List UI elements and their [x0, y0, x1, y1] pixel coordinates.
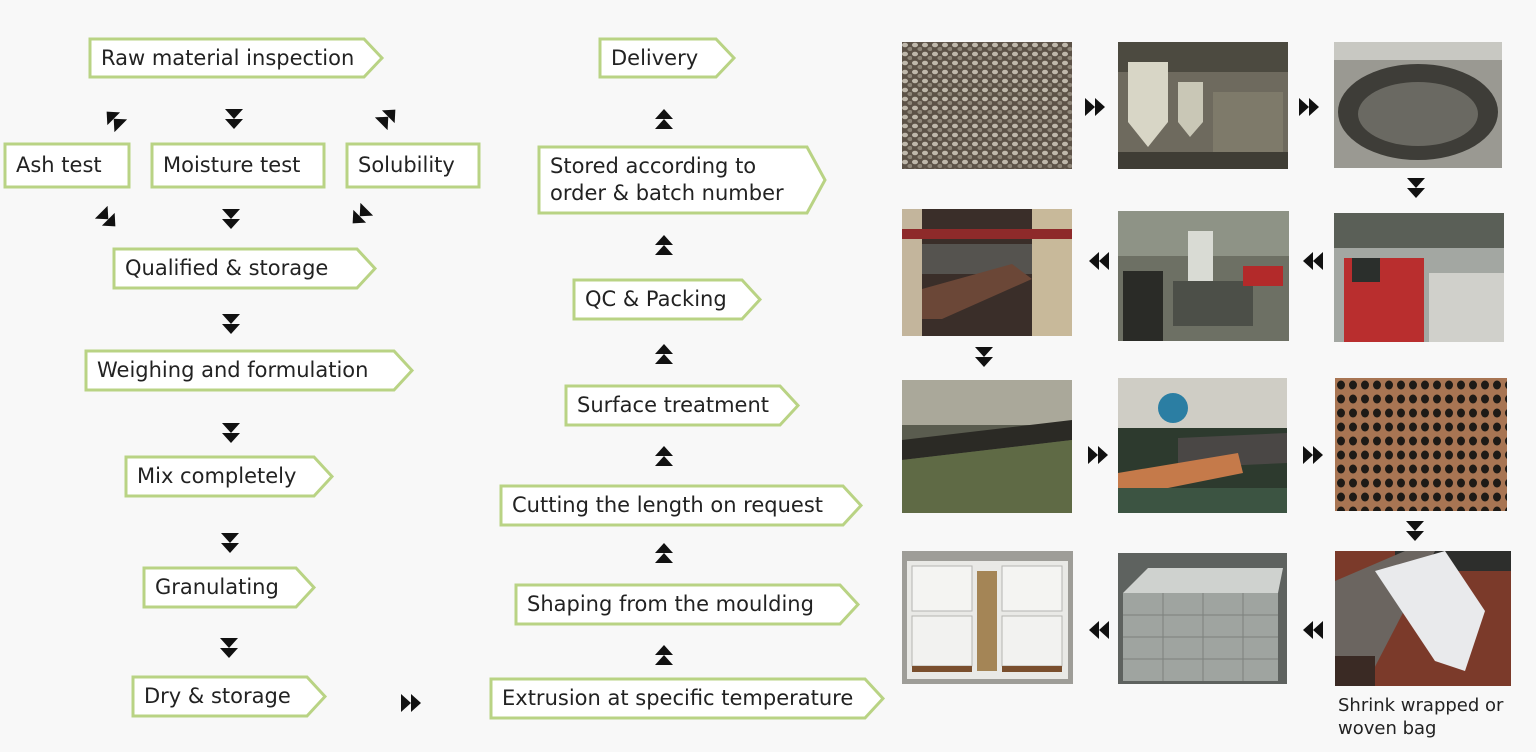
step-label-line: Stored according to [550, 154, 757, 178]
step-dry-storage: Dry & storage [131, 675, 328, 718]
step-label: Ash test [16, 153, 102, 177]
double-triangle-arrow-icon [374, 102, 403, 131]
step-mix-completely: Mix completely [124, 455, 335, 498]
step-label: Cutting the length on request [512, 493, 824, 517]
double-triangle-arrow-icon [217, 206, 245, 234]
double-triangle-arrow-icon [217, 311, 245, 339]
double-triangle-arrow-icon [1082, 93, 1110, 121]
step-qc-packing: QC & Packing [572, 278, 763, 321]
caption-line: Shrink wrapped or [1338, 695, 1504, 716]
step-label: Granulating [155, 575, 279, 599]
step-label: Extrusion at specific temperature [502, 686, 854, 710]
step-solubility: Solubility [345, 142, 481, 189]
double-triangle-arrow-icon [1298, 616, 1326, 644]
caption-line: woven bag [1338, 718, 1437, 739]
photo-wrapped-pallet [1118, 553, 1287, 684]
double-triangle-arrow-icon [1402, 175, 1430, 203]
double-triangle-arrow-icon [217, 420, 245, 448]
step-surface-treatment: Surface treatment [564, 384, 801, 427]
photo-forming-rollers [902, 209, 1072, 336]
step-qualified-storage: Qualified & storage [112, 247, 378, 290]
step-moisture-test: Moisture test [150, 142, 326, 189]
step-label: Solubility [358, 153, 455, 177]
double-triangle-arrow-icon [1085, 441, 1113, 469]
step-label: Raw material inspection [101, 45, 355, 70]
step-stored-by-batch: Stored according to order & batch number [537, 145, 827, 215]
photo-control-panel [1334, 213, 1504, 342]
double-triangle-arrow-icon [1401, 518, 1429, 546]
double-triangle-arrow-icon [1084, 247, 1112, 275]
step-label: Moisture test [163, 153, 301, 177]
photo-extrusion-machine [1118, 211, 1289, 341]
step-label: QC & Packing [585, 287, 727, 311]
step-label: Shaping from the moulding [527, 592, 814, 616]
step-label: Stored according to order & batch number [550, 145, 784, 215]
step-label: Mix completely [137, 464, 297, 488]
double-triangle-arrow-icon [650, 104, 678, 132]
step-granulating: Granulating [142, 566, 317, 609]
step-extrusion: Extrusion at specific temperature [489, 677, 886, 720]
photo-hollow-boards [1335, 378, 1507, 511]
photo-raw-granules [902, 42, 1072, 169]
photo-shrink-wrapped-board [1335, 551, 1511, 686]
step-weighing-formulation: Weighing and formulation [84, 349, 415, 392]
step-delivery: Delivery [598, 37, 737, 79]
double-triangle-arrow-icon [345, 202, 374, 231]
double-triangle-arrow-icon [216, 530, 244, 558]
photo-mixing-silos [1118, 42, 1288, 169]
step-ash-test: Ash test [3, 142, 131, 189]
double-triangle-arrow-icon [1298, 247, 1326, 275]
double-triangle-arrow-icon [398, 689, 426, 717]
step-label-line: order & batch number [550, 181, 784, 205]
double-triangle-arrow-icon [94, 205, 123, 234]
double-triangle-arrow-icon [650, 339, 678, 367]
photo-container-loading [902, 551, 1073, 684]
step-cutting-length: Cutting the length on request [499, 484, 864, 527]
step-label: Surface treatment [577, 393, 770, 417]
double-triangle-arrow-icon [215, 635, 243, 663]
step-shaping-moulding: Shaping from the moulding [514, 583, 861, 626]
photo-caption: Shrink wrapped or woven bag [1338, 694, 1503, 740]
double-triangle-arrow-icon [650, 640, 678, 668]
step-label: Delivery [611, 45, 699, 70]
step-label: Qualified & storage [125, 256, 329, 280]
photo-bulk-bag [1334, 42, 1502, 168]
double-triangle-arrow-icon [650, 538, 678, 566]
double-triangle-arrow-icon [650, 441, 678, 469]
step-label: Dry & storage [144, 684, 291, 708]
double-triangle-arrow-icon [220, 106, 248, 134]
double-triangle-arrow-icon [1296, 93, 1324, 121]
double-triangle-arrow-icon [650, 230, 678, 258]
step-raw-material-inspection: Raw material inspection [88, 37, 385, 79]
double-triangle-arrow-icon [1300, 441, 1328, 469]
double-triangle-arrow-icon [1084, 616, 1112, 644]
double-triangle-arrow-icon [970, 344, 998, 372]
step-label: Weighing and formulation [97, 358, 369, 382]
photo-surface-brushing [1118, 378, 1287, 513]
photo-cooling-tank [902, 380, 1072, 513]
double-triangle-arrow-icon [99, 104, 128, 133]
